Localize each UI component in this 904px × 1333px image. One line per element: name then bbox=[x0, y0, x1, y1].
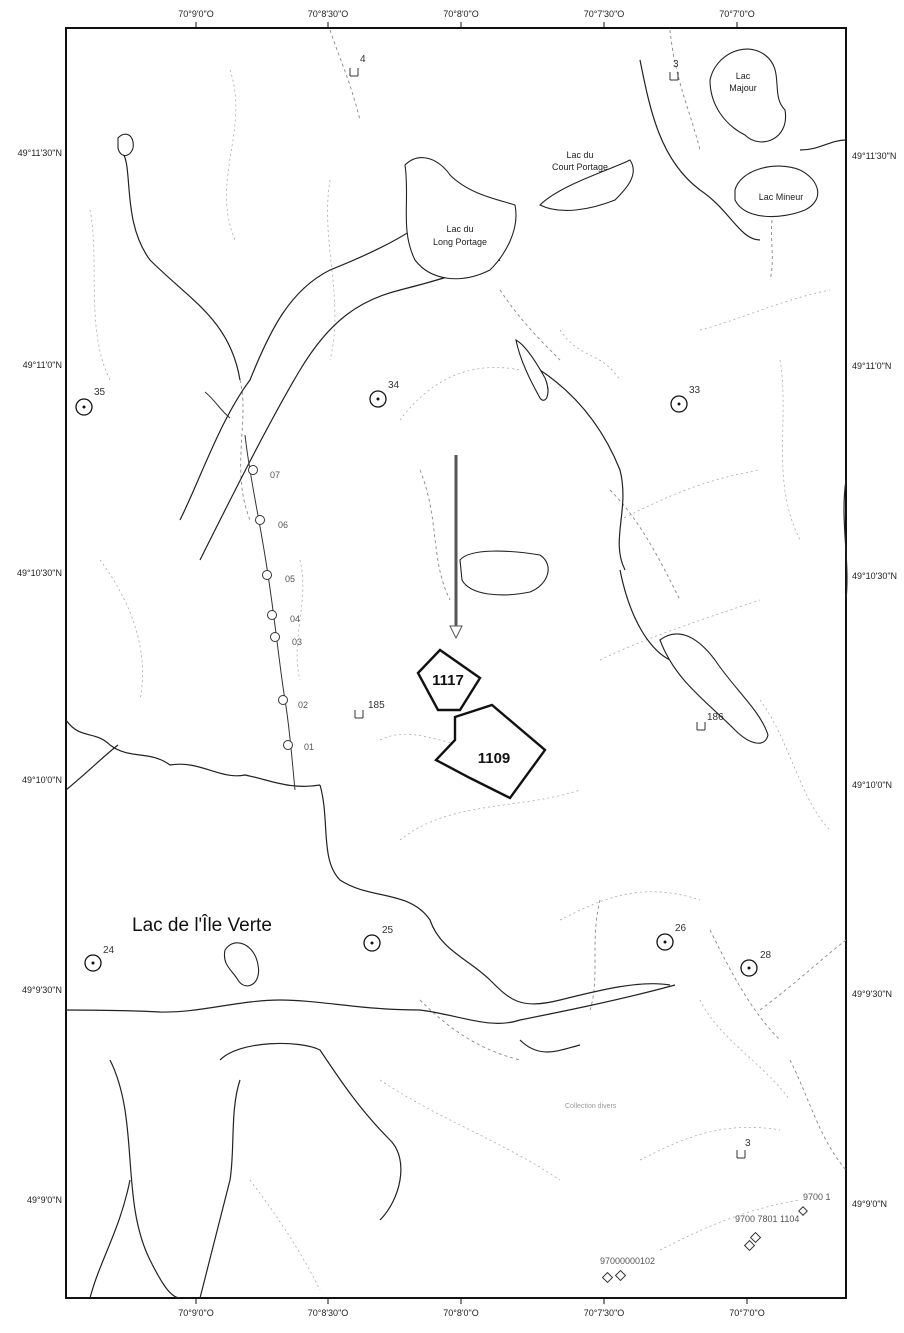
lac-mineur-label: Lac Mineur bbox=[759, 192, 804, 202]
sample-point[interactable] bbox=[267, 610, 277, 620]
sample-label-01: 01 bbox=[304, 742, 314, 752]
block-1117-outline bbox=[416, 648, 482, 712]
sample-point[interactable] bbox=[248, 465, 258, 475]
bottom-coord-label: 70°9'0"O bbox=[178, 1308, 214, 1318]
sample-label-07: 07 bbox=[270, 470, 280, 480]
marker-label-3-top: 3 bbox=[673, 59, 679, 70]
sample-point[interactable] bbox=[283, 740, 293, 750]
bottom-sample-label-mid: 9700 7801 1104 bbox=[735, 1214, 799, 1224]
bottom-sample-label-left: 97000000102 bbox=[600, 1256, 655, 1266]
sample-point[interactable] bbox=[262, 570, 272, 580]
sample-label-02: 02 bbox=[298, 700, 308, 710]
small-lake-center bbox=[459, 550, 549, 596]
sample-point[interactable] bbox=[278, 695, 288, 705]
station-label-24: 24 bbox=[103, 945, 115, 956]
small-lake-north bbox=[117, 133, 134, 157]
right-coord-label: 49°11'0"N bbox=[852, 361, 891, 371]
right-coord-label: 49°11'30"N bbox=[852, 151, 896, 161]
small-lake-south bbox=[223, 942, 260, 987]
left-coord-label: 49°9'30"N bbox=[22, 985, 62, 995]
bottom-coord-label: 70°8'0"O bbox=[443, 1308, 479, 1318]
bottom-samples: 97000000102 9700 7801 1104 9700 1 bbox=[600, 1192, 831, 1284]
bottom-coord-label: 70°7'0"O bbox=[729, 1308, 765, 1318]
sample-point[interactable] bbox=[255, 515, 265, 525]
marker-label-3-bottom: 3 bbox=[745, 1138, 751, 1149]
right-coord-label: 49°9'0"N bbox=[852, 1199, 887, 1209]
right-coord-label: 49°9'30"N bbox=[852, 989, 892, 999]
sample-traverse: 07 06 05 04 03 02 01 bbox=[204, 391, 314, 791]
map-frame bbox=[65, 27, 847, 1299]
lac-ile-verte-label: Lac de l'Île Verte bbox=[132, 914, 272, 936]
lac-long-portage-shape bbox=[404, 157, 517, 280]
lac-mineur-shape bbox=[734, 165, 819, 218]
block-1109-outline bbox=[434, 703, 547, 800]
bottom-coord-label: 70°7'30"O bbox=[584, 1308, 625, 1318]
lac-long-label-1: Lac du bbox=[446, 224, 473, 234]
bottom-sample-label-right: 9700 1 bbox=[803, 1192, 831, 1202]
left-coord-label: 49°10'30"N bbox=[17, 568, 62, 578]
lac-court-label-1: Lac du bbox=[566, 150, 593, 160]
lake-labels: Lac Majour Lac du Court Portage Lac Mine… bbox=[132, 71, 803, 936]
bottom-coord-label: 70°8'30"O bbox=[308, 1308, 349, 1318]
station-label-34: 34 bbox=[388, 380, 400, 391]
marker-label-4: 4 bbox=[360, 54, 366, 65]
elongated-lake-east bbox=[659, 633, 769, 744]
pointer-arrow bbox=[449, 455, 463, 640]
bottom-coordinate-labels: 70°9'0"O 70°8'30"O 70°8'0"O 70°7'30"O 70… bbox=[178, 1298, 765, 1318]
top-coordinate-labels: 70°9'0"O 70°8'30"O 70°8'0"O 70°7'30"O 70… bbox=[178, 9, 755, 28]
sample-label-06: 06 bbox=[278, 520, 288, 530]
claim-blocks: 1117 1109 bbox=[416, 648, 547, 800]
stations: 35 34 33 24 25 26 28 bbox=[75, 380, 772, 977]
station-label-33: 33 bbox=[689, 385, 701, 396]
sample-label-04: 04 bbox=[290, 614, 300, 624]
sample-label-03: 03 bbox=[292, 637, 302, 647]
top-coord-label: 70°8'0"O bbox=[443, 9, 479, 19]
left-coord-label: 49°11'30"N bbox=[18, 148, 62, 158]
right-coord-label: 49°10'0"N bbox=[852, 780, 892, 790]
block-1117-label: 1117 bbox=[432, 672, 464, 689]
sample-label-05: 05 bbox=[285, 574, 295, 584]
lac-majour-label-2: Majour bbox=[729, 83, 757, 93]
shorelines bbox=[65, 59, 848, 1299]
top-coord-label: 70°7'30"O bbox=[584, 9, 625, 19]
station-label-35: 35 bbox=[94, 387, 106, 398]
lac-long-label-2: Long Portage bbox=[433, 237, 487, 247]
top-coord-label: 70°8'30"O bbox=[308, 9, 349, 19]
station-label-28: 28 bbox=[760, 950, 772, 961]
block-1109-label: 1109 bbox=[478, 750, 511, 767]
station-label-25: 25 bbox=[382, 925, 394, 936]
station-label-26: 26 bbox=[675, 923, 687, 934]
left-coord-label: 49°11'0"N bbox=[23, 360, 62, 370]
faint-collection-label: Collection divers bbox=[565, 1103, 617, 1110]
lac-majour-shape bbox=[709, 48, 787, 143]
right-coordinate-labels: 49°11'30"N 49°11'0"N 49°10'30"N 49°10'0"… bbox=[852, 151, 897, 1209]
lakes bbox=[117, 48, 819, 987]
lac-court-label-2: Court Portage bbox=[552, 162, 608, 172]
left-coord-label: 49°10'0"N bbox=[22, 775, 62, 785]
top-coord-label: 70°7'0"O bbox=[719, 9, 755, 19]
streams bbox=[239, 29, 847, 1171]
bracket-markers: 4 3 185 186 3 bbox=[349, 54, 751, 1159]
contour-lines bbox=[89, 69, 831, 1291]
left-coordinate-labels: 49°11'30"N 49°11'0"N 49°10'30"N 49°10'0"… bbox=[17, 148, 62, 1205]
small-lake-creek bbox=[515, 338, 549, 401]
sample-point[interactable] bbox=[270, 632, 280, 642]
marker-label-185: 185 bbox=[368, 700, 385, 711]
marker-label-186: 186 bbox=[707, 712, 724, 723]
right-coord-label: 49°10'30"N bbox=[852, 571, 897, 581]
left-coord-label: 49°9'0"N bbox=[27, 1195, 62, 1205]
lac-majour-label-1: Lac bbox=[736, 71, 751, 81]
lac-court-portage-shape bbox=[539, 159, 634, 211]
top-coord-label: 70°9'0"O bbox=[178, 9, 214, 19]
